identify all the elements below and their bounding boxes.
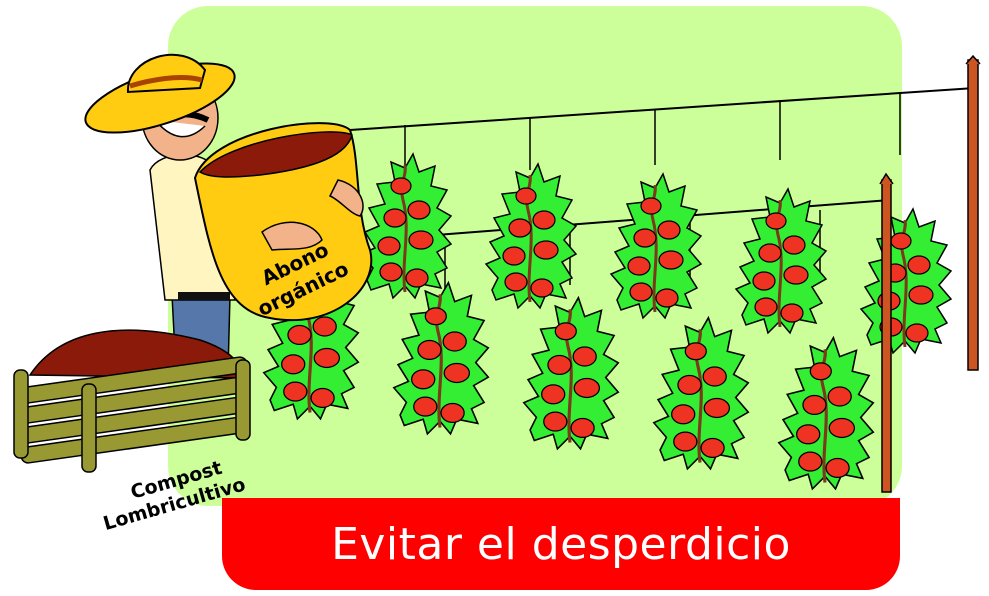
banner-title: Evitar el desperdicio bbox=[331, 518, 791, 570]
title-banner: Evitar el desperdicio bbox=[222, 498, 900, 590]
sack-illustration bbox=[193, 122, 373, 322]
compost-crate-illustration bbox=[13, 329, 251, 473]
stake-illustration bbox=[879, 54, 981, 493]
trellis-wire-top bbox=[349, 87, 976, 131]
